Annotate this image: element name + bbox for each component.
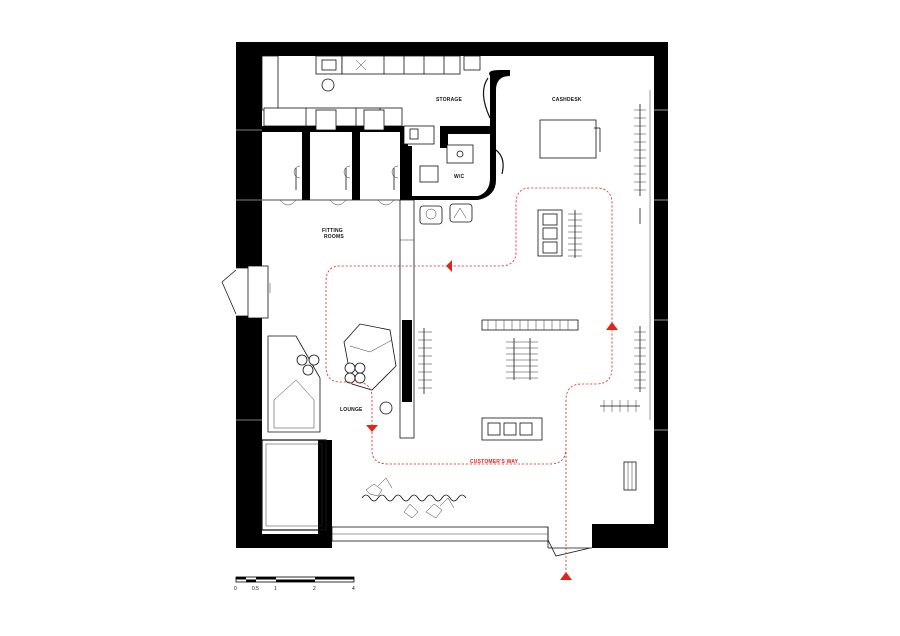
display-table-top <box>537 209 582 258</box>
central-partition <box>399 199 415 439</box>
bottom-left-room <box>261 439 327 531</box>
display-table-bottom <box>481 417 543 441</box>
chairs-top <box>419 203 473 225</box>
label-wc: W/C <box>454 174 465 180</box>
front-glazing <box>331 526 592 557</box>
label-fitting-line1: FITTING <box>322 228 343 234</box>
label-lounge: LOUNGE <box>340 407 363 413</box>
cashdesk <box>539 119 601 159</box>
label-fitting-line2: ROOMS <box>324 234 344 240</box>
side-door <box>221 265 271 319</box>
outer-walls <box>236 42 668 548</box>
clothing-rack-center <box>481 319 579 380</box>
window-display <box>361 477 467 519</box>
wc-block <box>403 70 510 202</box>
label-customers-way: CUSTOMER'S WAY <box>470 459 519 465</box>
scale-tick-0: 0 <box>234 586 237 592</box>
scale-tick-2: 2 <box>313 586 316 592</box>
route-arrow-up <box>606 322 618 330</box>
lounge-furniture <box>267 323 397 433</box>
scale-tick-1: 1 <box>274 586 277 592</box>
route-arrow-entry <box>560 572 572 580</box>
room-labels: STORAGE CASHDESK W/C FITTING ROOMS LOUNG… <box>322 97 582 465</box>
wall-joints <box>236 109 668 431</box>
label-cashdesk: CASHDESK <box>552 97 582 103</box>
scale-tick-0-5: 0.5 <box>252 586 259 592</box>
side-rack <box>418 328 432 394</box>
route-arrow-left <box>446 260 452 272</box>
scale-bar: 0 0.5 1 2 4 <box>234 576 355 592</box>
right-wall-racks <box>600 90 651 491</box>
route-arrow-down <box>366 425 378 432</box>
scale-tick-4: 4 <box>352 586 355 592</box>
customer-route <box>325 187 618 580</box>
label-storage: STORAGE <box>436 97 462 103</box>
